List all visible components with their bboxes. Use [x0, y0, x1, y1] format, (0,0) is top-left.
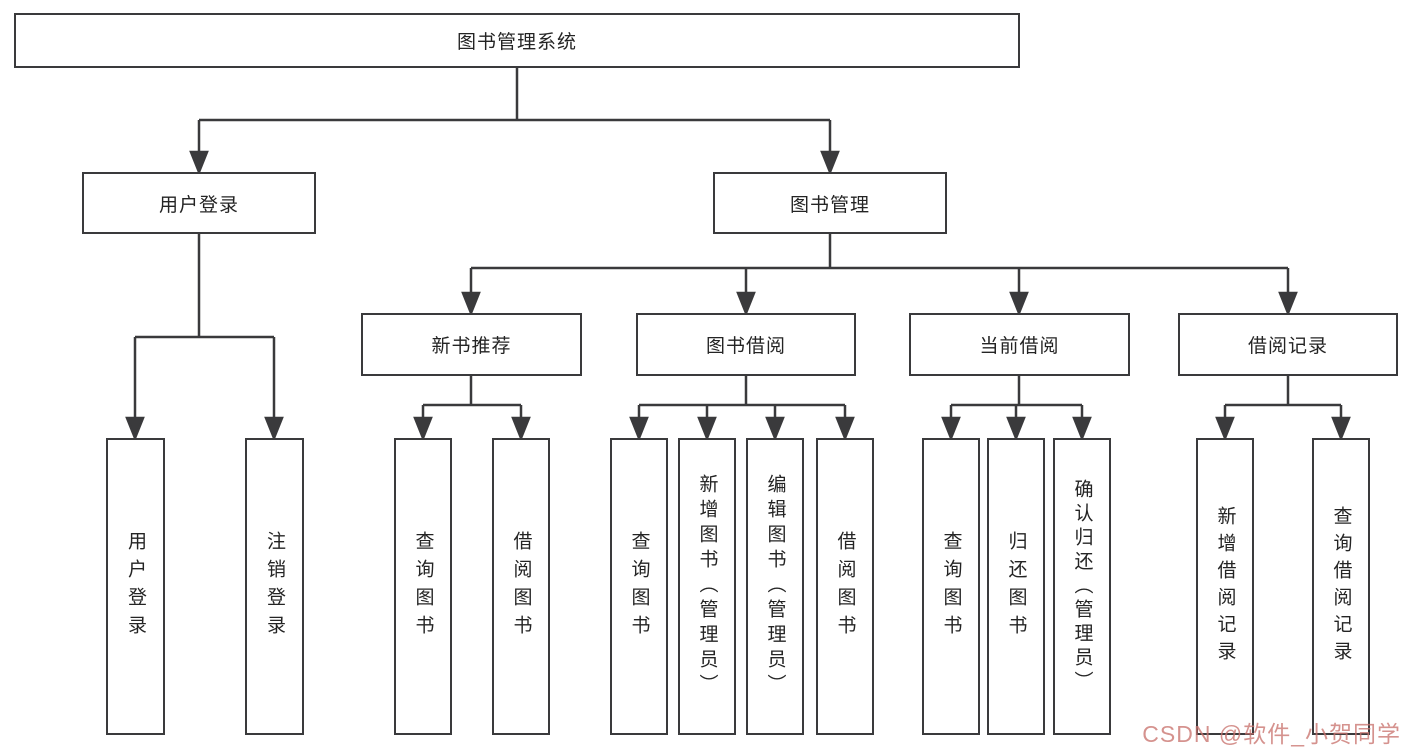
node-user-login: 用户登录 [82, 172, 316, 234]
node-label: 查询图书 [940, 530, 962, 643]
node-new-book-recommend: 新书推荐 [361, 313, 582, 376]
node-borrow-edit-book: 编辑图书（管理员） [746, 438, 804, 735]
node-label: 当前借阅 [979, 336, 1060, 357]
node-label: 查询图书 [628, 530, 650, 643]
node-label: 新增图书（管理员） [696, 474, 718, 699]
arrowhead-icon [125, 416, 145, 442]
node-borrow-add-book: 新增图书（管理员） [678, 438, 736, 735]
arrowhead-icon [765, 416, 785, 442]
node-current-return-book: 归还图书 [987, 438, 1045, 735]
arrowhead-icon [736, 291, 756, 317]
node-current-confirm-return: 确认归还（管理员） [1053, 438, 1111, 735]
node-book-borrow: 图书借阅 [636, 313, 856, 376]
arrowhead-icon [1009, 291, 1029, 317]
node-label: 查询图书 [412, 530, 434, 643]
node-recommend-query-book: 查询图书 [394, 438, 452, 735]
node-book-management: 图书管理 [713, 172, 947, 234]
node-label: 注销登录 [264, 530, 285, 643]
arrowhead-icon [511, 416, 531, 442]
arrowhead-icon [1215, 416, 1235, 442]
node-label: 新增借阅记录 [1214, 505, 1236, 668]
node-recommend-borrow-book: 借阅图书 [492, 438, 550, 735]
arrowhead-icon [1072, 416, 1092, 442]
node-label: 图书借阅 [705, 336, 786, 357]
node-label: 借阅图书 [834, 530, 856, 643]
node-borrow-record: 借阅记录 [1178, 313, 1398, 376]
node-label: 用户登录 [125, 530, 146, 643]
arrowhead-icon [1331, 416, 1351, 442]
connector-root-to-level1 [189, 68, 840, 176]
arrowhead-icon [835, 416, 855, 442]
node-record-add-record: 新增借阅记录 [1196, 438, 1254, 735]
node-login-user-login: 用户登录 [106, 438, 165, 735]
node-label: 新书推荐 [431, 336, 512, 357]
node-current-query-book: 查询图书 [922, 438, 980, 735]
arrowhead-icon [1006, 416, 1026, 442]
node-label: 图书管理系统 [456, 32, 577, 53]
arrowhead-icon [629, 416, 649, 442]
connector-borrow-split [629, 376, 855, 442]
watermark: CSDN @软件_小贺同学 [1142, 721, 1401, 747]
node-label: 借阅记录 [1247, 336, 1328, 357]
node-label: 确认归还（管理员） [1071, 478, 1093, 695]
node-label: 用户登录 [158, 194, 239, 216]
node-borrow-borrow-book: 借阅图书 [816, 438, 874, 735]
connector-recommend-split [413, 376, 531, 442]
arrowhead-icon [697, 416, 717, 442]
node-label: 查询借阅记录 [1330, 505, 1352, 668]
arrowhead-icon [264, 416, 284, 442]
connector-record-split [1215, 376, 1351, 442]
node-current-borrow: 当前借阅 [909, 313, 1130, 376]
connector-management-to-level2 [461, 234, 1298, 317]
arrowhead-icon [461, 291, 481, 317]
node-label: 图书管理 [789, 194, 870, 216]
arrowhead-icon [413, 416, 433, 442]
node-label: 编辑图书（管理员） [764, 474, 786, 699]
node-root: 图书管理系统 [14, 13, 1020, 68]
node-label: 借阅图书 [510, 530, 532, 643]
arrowhead-icon [1278, 291, 1298, 317]
arrowhead-icon [941, 416, 961, 442]
node-label: 归还图书 [1005, 530, 1027, 643]
arrowhead-icon [189, 150, 209, 176]
node-record-query-record: 查询借阅记录 [1312, 438, 1370, 735]
connector-login-split [125, 234, 284, 442]
arrowhead-icon [820, 150, 840, 176]
connector-current-split [941, 376, 1092, 442]
node-login-logout: 注销登录 [245, 438, 304, 735]
node-borrow-query-book: 查询图书 [610, 438, 668, 735]
